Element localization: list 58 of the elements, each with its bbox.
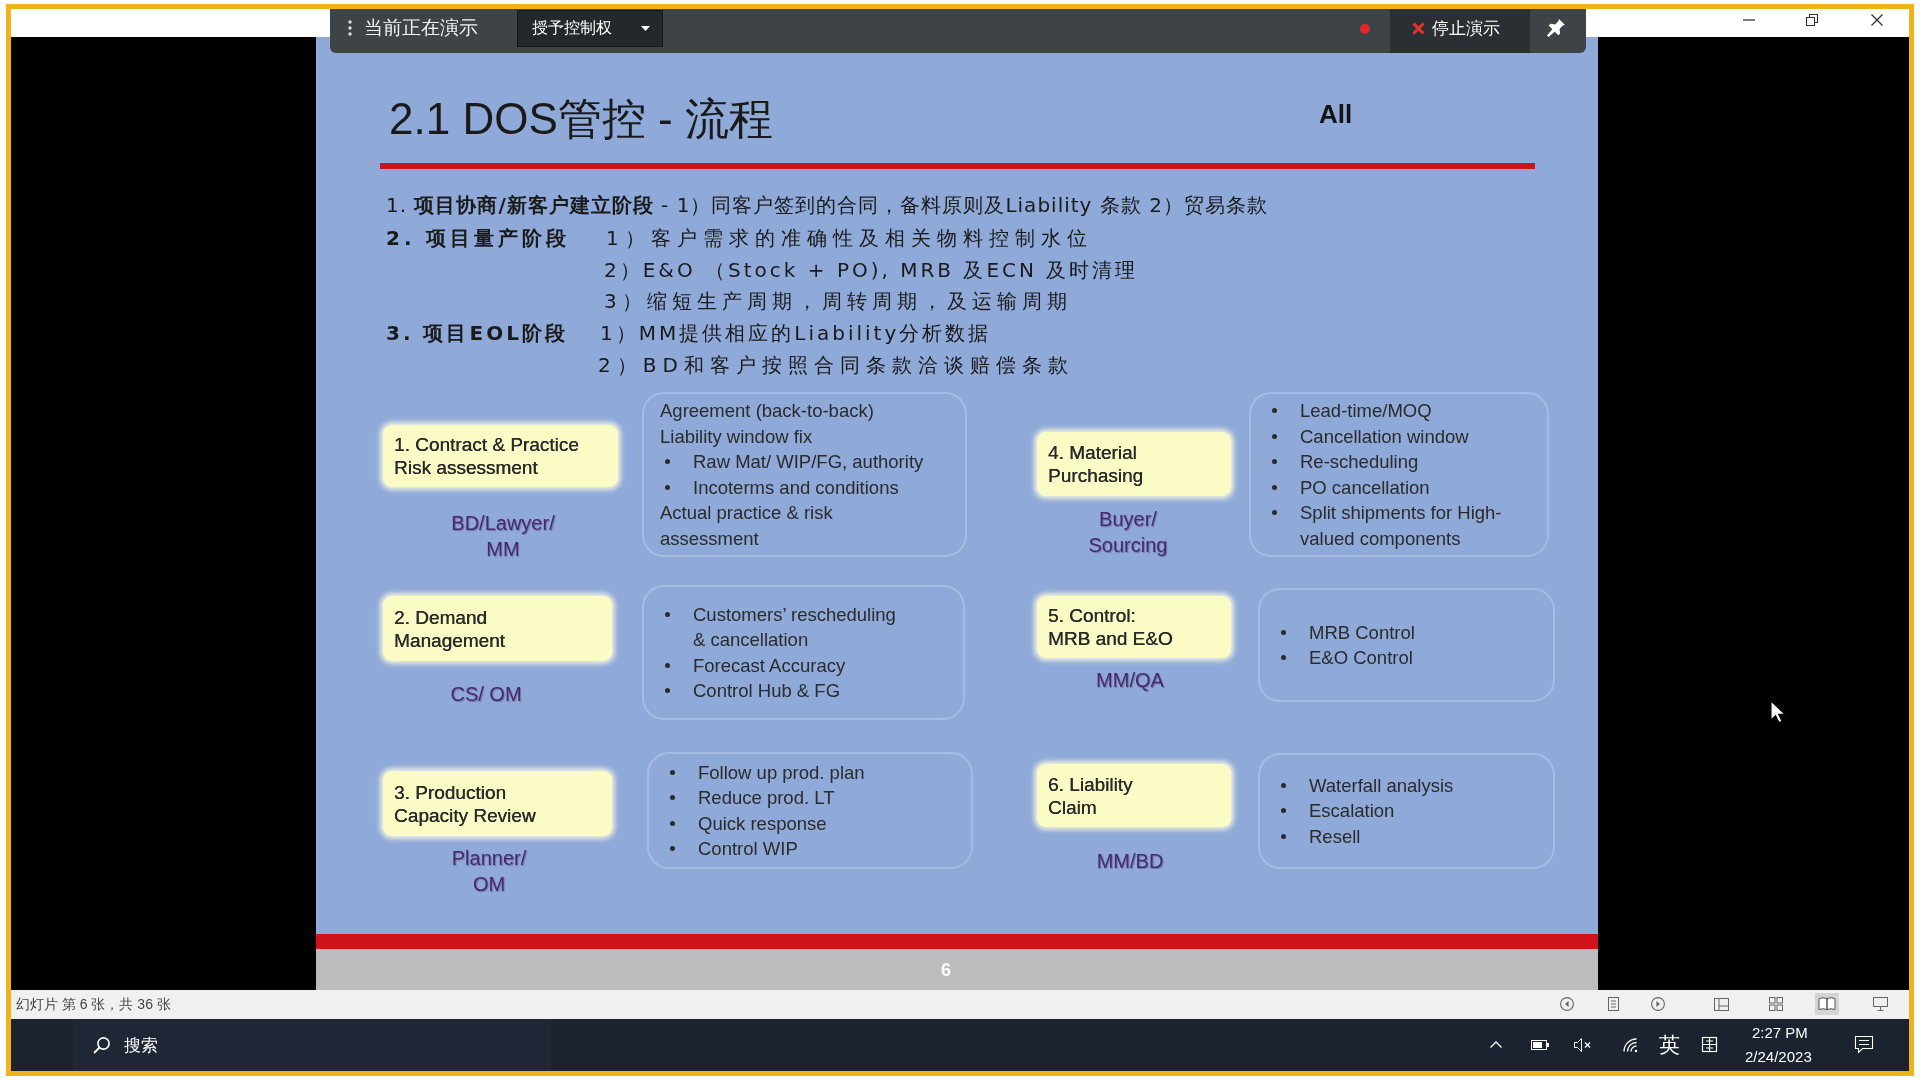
phase-heading: 2. 项目量产阶段	[386, 225, 571, 252]
role-label: Buyer/ Sourcing	[1087, 507, 1169, 558]
phase-item: 2）BD和客户按照合同条款洽谈赔偿条款	[598, 352, 1074, 379]
phase-line: 1. 项目协商/新客户建立阶段 - 1）同客户签到的合同，备料原则及Liability 条款 2）贸易条款	[386, 192, 1268, 219]
step-title: 5. Control: MRB and E&O	[1048, 604, 1174, 650]
slide-title: 2.1 DOS管控 - 流程	[389, 93, 773, 145]
detail-panel	[1249, 392, 1549, 557]
detail-panel	[642, 392, 967, 557]
detail-text: Actual practice & risk assessment	[660, 501, 834, 551]
step-title: 6. Liability Claim	[1048, 772, 1134, 819]
list-item-text: E&O Control	[1309, 646, 1413, 670]
slide-counter: 幻灯片 第 6 张，共 36 张	[16, 996, 171, 1013]
step-title: 2. Demand Management	[394, 605, 506, 652]
role-label: MM/QA	[1096, 668, 1164, 693]
phase-item: 2）E&O （Stock + PO), MRB 及ECN 及时清理	[604, 257, 1139, 284]
list-item-text: Quick response	[698, 811, 827, 836]
detail-panel	[1258, 588, 1555, 702]
detail-panel	[642, 585, 965, 720]
list-item-text: PO cancellation	[1300, 475, 1430, 500]
list-item-text: Incoterms and conditions	[693, 475, 899, 500]
step-title: 3. Production Capacity Review	[394, 780, 537, 827]
step-title: 4. Material Purchasing	[1048, 441, 1145, 487]
role-label: CS/ OM	[450, 682, 522, 707]
list-item-text: Raw Mat/ WIP/FG, authority	[693, 450, 924, 474]
scope-label: All	[1319, 99, 1353, 129]
presenting-status: 当前正在演示	[364, 16, 478, 40]
list-item-text: Escalation	[1309, 799, 1395, 824]
list-item-text: Follow up prod. plan	[698, 760, 865, 785]
role-label: MM/BD	[1096, 849, 1164, 874]
language-indicator: 英	[1659, 1032, 1680, 1057]
phase-item: 1）客户需求的准确性及相关物料控制水位	[606, 225, 1093, 252]
list-item-text: Split shipments for High-valued components	[1300, 501, 1503, 551]
detail-panel	[1258, 753, 1555, 869]
list-item-text: Control Hub & FG	[693, 679, 841, 703]
search-field: 搜索	[73, 1019, 551, 1071]
list-item-text: Lead-time/MOQ	[1300, 399, 1432, 423]
list-item-text: Resell	[1309, 824, 1361, 849]
list-item-text: Cancellation window	[1300, 424, 1469, 449]
list-item-text: MRB Control	[1309, 620, 1415, 645]
phase-item: 3）缩短生产周期，周转周期，及运输周期	[604, 288, 1072, 315]
step-title: 1. Contract & Practice Risk assessment	[394, 433, 580, 479]
list-item-text: Reduce prod. LT	[698, 786, 835, 810]
detail-panel	[647, 752, 973, 869]
list-item-text: Forecast Accuracy	[693, 653, 846, 678]
page-number: 6	[941, 960, 951, 980]
phase-heading: 3. 项目EOL阶段	[386, 320, 568, 347]
detail-text: Liability window fix	[660, 424, 813, 449]
list-item-text: Control WIP	[698, 837, 798, 861]
grant-control-dropdown: 授予控制权	[517, 10, 663, 47]
role-label: Planner/ OM	[450, 846, 528, 897]
list-item-text: Re-scheduling	[1300, 450, 1419, 474]
detail-text: Agreement (back-to-back)	[660, 399, 874, 423]
phase-item: 1）MM提供相应的Liability分析数据	[600, 320, 992, 347]
list-item-text: Customers’ rescheduling & cancellation	[693, 602, 897, 652]
role-label: BD/Lawyer/ MM	[450, 511, 556, 562]
clock-time: 2:27 PM	[1752, 1024, 1808, 1042]
list-item-text: Waterfall analysis	[1309, 773, 1454, 798]
clock-date: 2/24/2023	[1745, 1048, 1812, 1066]
